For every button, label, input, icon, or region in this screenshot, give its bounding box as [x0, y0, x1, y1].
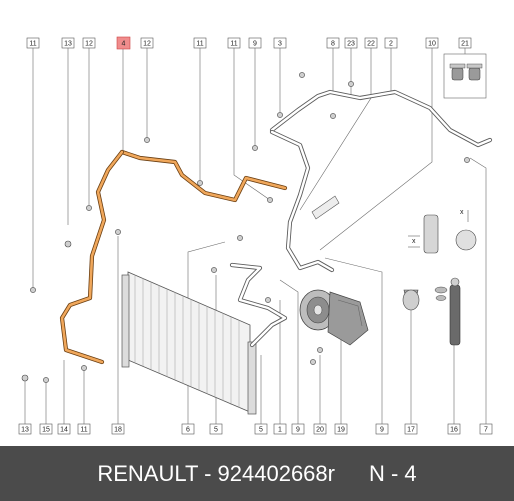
callout-bottom-16: 7: [479, 423, 493, 435]
svg-text:11: 11: [196, 41, 203, 48]
svg-text:11: 11: [230, 41, 237, 48]
highlighted-hose: [59, 149, 288, 365]
callout-top-1: 11: [26, 37, 40, 49]
svg-text:20: 20: [316, 427, 324, 434]
callout-bottom-2: 15: [39, 423, 53, 435]
svg-text:12: 12: [85, 41, 93, 48]
svg-text:1: 1: [278, 427, 282, 434]
callout-top-2: 13: [61, 37, 75, 49]
svg-text:21: 21: [461, 41, 469, 48]
ac-pipe-diagram: 11 13 12 4 12 11 11 9 3 8 23 22 2 10 21 …: [18, 36, 493, 435]
callout-top-13: 2: [384, 37, 398, 49]
svg-text:4: 4: [122, 41, 126, 48]
callout-top-10: 8: [326, 37, 340, 49]
callout-top-9: 3: [273, 37, 287, 49]
svg-text:22: 22: [367, 41, 375, 48]
valve-caps: [443, 53, 487, 99]
svg-text:11: 11: [29, 41, 36, 48]
callout-bottom-6: 6: [181, 423, 195, 435]
dryer-cartridge: [434, 277, 461, 346]
svg-text:7: 7: [484, 427, 488, 434]
svg-text:x: x: [460, 209, 464, 216]
svg-text:6: 6: [186, 427, 190, 434]
callouts-top: 11 13 12 4 12 11 11 9 3 8 23 22 2 10 21: [26, 36, 472, 50]
svg-text:14: 14: [60, 427, 68, 434]
callout-bottom-10: 9: [291, 423, 305, 435]
svg-text:12: 12: [143, 41, 151, 48]
seal-strip: [311, 195, 340, 220]
callout-top-7: 11: [227, 37, 241, 49]
svg-text:3: 3: [278, 41, 282, 48]
callout-bottom-8: 5: [254, 423, 268, 435]
svg-text:2: 2: [389, 41, 393, 48]
svg-text:8: 8: [331, 41, 335, 48]
callout-bottom-5: 18: [111, 423, 125, 435]
callout-bottom-12: 19: [334, 423, 348, 435]
svg-text:13: 13: [21, 427, 29, 434]
pressure-switch: [402, 289, 420, 311]
valve-detail: x x: [408, 209, 477, 254]
callout-bottom-11: 20: [313, 423, 327, 435]
svg-text:19: 19: [337, 427, 345, 434]
callout-bottom-9: 1: [273, 423, 287, 435]
svg-text:9: 9: [253, 41, 257, 48]
svg-text:5: 5: [214, 427, 218, 434]
callout-bottom-13: 9: [375, 423, 389, 435]
svg-text:11: 11: [80, 427, 87, 434]
svg-text:9: 9: [380, 427, 384, 434]
footer-page-label: N - 4: [368, 460, 417, 486]
condenser: [121, 271, 257, 415]
ac-pipes: [229, 89, 493, 348]
bolts: [21, 72, 470, 383]
callout-top-6: 11: [193, 37, 207, 49]
svg-text:16: 16: [450, 427, 458, 434]
svg-text:x: x: [412, 238, 416, 245]
svg-text:13: 13: [64, 41, 72, 48]
callout-bottom-15: 16: [447, 423, 461, 435]
callout-bottom-3: 14: [57, 423, 71, 435]
svg-text:15: 15: [42, 427, 50, 434]
callout-top-8: 9: [248, 37, 262, 49]
callout-top-14: 10: [425, 37, 439, 49]
svg-text:10: 10: [428, 41, 436, 48]
svg-text:9: 9: [296, 427, 300, 434]
svg-text:23: 23: [347, 41, 355, 48]
callout-bottom-7: 5: [209, 423, 223, 435]
callout-bottom-14: 17: [404, 423, 418, 435]
ac-compressor: [299, 289, 369, 346]
svg-text:5: 5: [259, 427, 263, 434]
footer-bar: RENAULT - 924402668r N - 4: [0, 446, 514, 501]
callout-bottom-4: 11: [77, 423, 91, 435]
svg-text:17: 17: [407, 427, 415, 434]
callout-top-12: 22: [364, 37, 378, 49]
callout-top-3: 12: [82, 37, 96, 49]
callout-top-11: 23: [344, 37, 358, 49]
callout-top-5: 12: [140, 37, 154, 49]
svg-text:18: 18: [114, 427, 122, 434]
callouts-bottom: 13 15 14 11 18 6 5 5 1 9 20 19 9 17 16 7: [18, 423, 493, 435]
footer-part-number: RENAULT - 924402668r: [97, 460, 335, 486]
callout-top-15: 21: [458, 37, 472, 49]
callout-top-4-highlight: 4: [116, 36, 131, 50]
callout-bottom-1: 13: [18, 423, 32, 435]
